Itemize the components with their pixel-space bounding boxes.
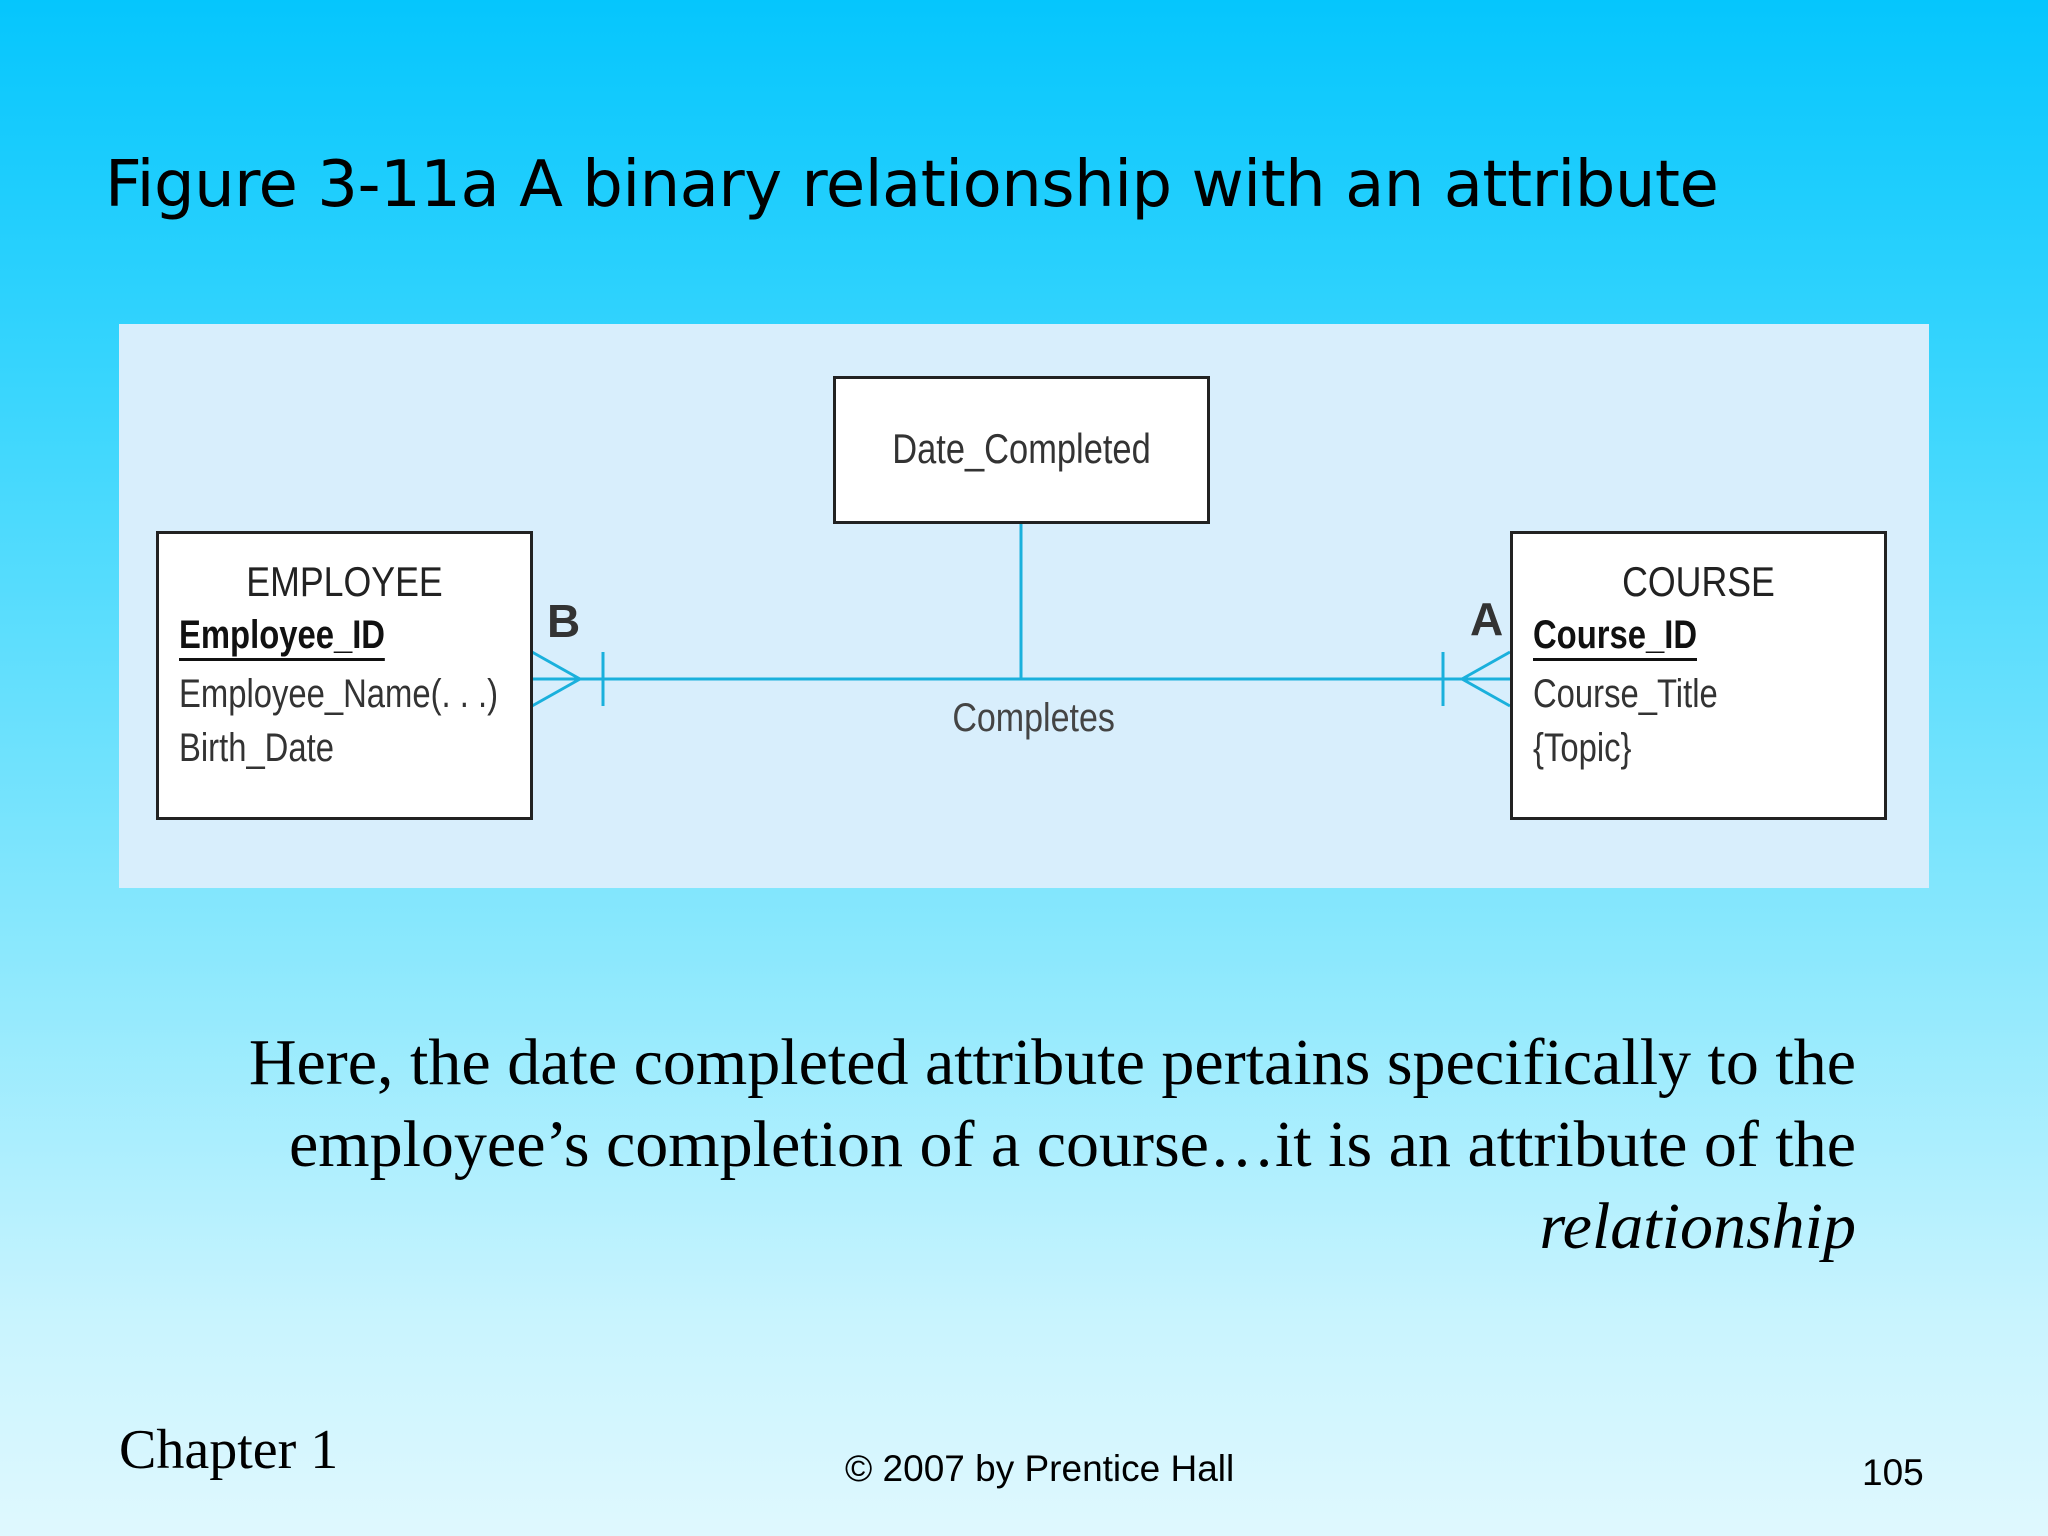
employee-id-attribute: Employee_ID [179, 612, 385, 661]
footer-chapter: Chapter 1 [119, 1419, 339, 1481]
explanation-text: Here, the date completed attribute perta… [76, 1022, 1856, 1268]
crows-foot-right-icon [1441, 650, 1511, 708]
course-entity: COURSE Course_ID Course_Title {Topic} [1510, 531, 1887, 820]
date-completed-attribute-box: Date_Completed [833, 376, 1210, 524]
cardinality-label-b: B [547, 595, 581, 647]
crows-foot-left-icon [531, 650, 605, 708]
date-completed-label: Date_Completed [892, 425, 1151, 472]
cardinality-label-a: A [1470, 593, 1504, 645]
course-entity-name: COURSE [1622, 558, 1775, 605]
slide-title: Figure 3-11a A binary relationship with … [105, 148, 1719, 222]
course-title-attribute: Course_Title [1533, 672, 1718, 716]
relationship-name: Completes [952, 696, 1115, 740]
footer-page-number: 105 [1862, 1452, 1924, 1493]
employee-entity: EMPLOYEE Employee_ID Employee_Name(. . .… [156, 531, 533, 820]
footer-copyright: © 2007 by Prentice Hall [845, 1448, 1235, 1489]
explanation-line-2: employee’s completion of a course…it is … [288, 1108, 1856, 1181]
explanation-line-3: relationship [1539, 1190, 1856, 1263]
birth-date-attribute: Birth_Date [179, 726, 334, 770]
employee-entity-name: EMPLOYEE [246, 558, 443, 605]
explanation-line-1: Here, the date completed attribute perta… [248, 1026, 1856, 1099]
employee-name-attribute: Employee_Name(. . .) [179, 672, 499, 716]
topic-attribute: {Topic} [1533, 726, 1632, 770]
course-id-attribute: Course_ID [1533, 612, 1698, 661]
